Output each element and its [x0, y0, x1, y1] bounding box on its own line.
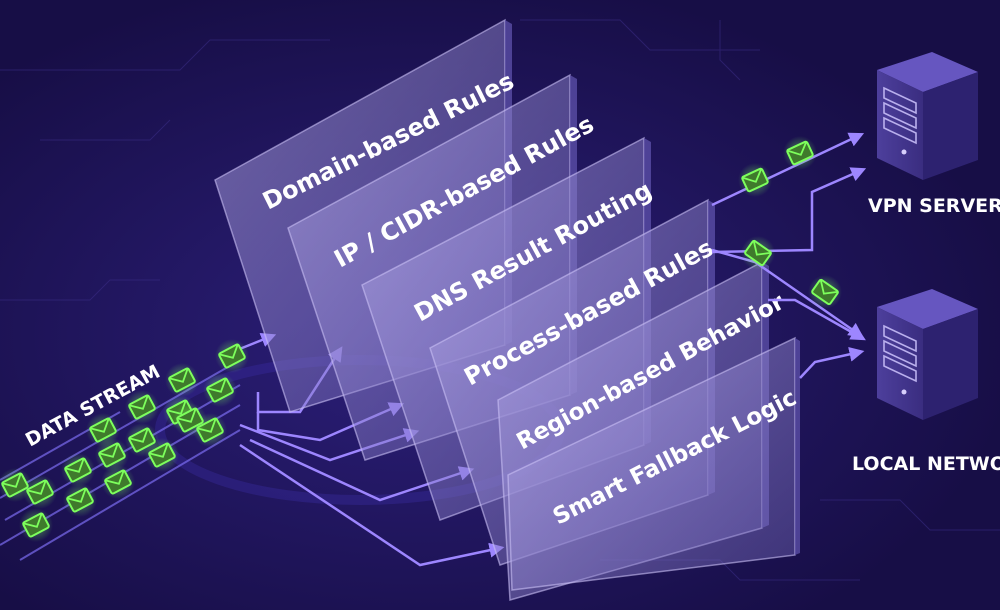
- flow-arrow-fallback: [239, 443, 505, 567]
- envelope-icon: [165, 363, 199, 397]
- envelope-icon: [215, 339, 249, 373]
- envelope-icon: [145, 438, 179, 472]
- envelope-icon: [741, 236, 775, 270]
- envelope-icon: [95, 438, 129, 472]
- envelope-icon: [61, 453, 95, 487]
- envelope-icon: [23, 475, 57, 509]
- flow-to-vpn-top: [711, 132, 865, 207]
- envelope-icon: [808, 275, 842, 309]
- envelope-icon: [125, 390, 159, 424]
- vpn-server: VPN SERVER: [868, 52, 1000, 217]
- envelope-icon: [19, 508, 53, 542]
- packets: [0, 136, 842, 542]
- envelope-icon: [783, 136, 817, 170]
- envelope-icon: [101, 465, 135, 499]
- local-network-server: LOCAL NETWORK: [852, 289, 1000, 475]
- flow-to-local: [768, 298, 866, 341]
- rule-layers: Domain-based Rules IP / CIDR-based Rules…: [214, 18, 801, 601]
- envelope-icon: [63, 483, 97, 517]
- vpn-server-label: VPN SERVER: [868, 195, 1000, 217]
- envelope-icon: [738, 163, 772, 197]
- envelope-icon: [86, 413, 120, 447]
- envelope-icon: [203, 373, 237, 407]
- envelope-icon: [173, 403, 207, 437]
- circuit-grid: [0, 19, 1000, 581]
- flow-fallback-local: [799, 346, 865, 379]
- local-network-label: LOCAL NETWORK: [852, 453, 1000, 475]
